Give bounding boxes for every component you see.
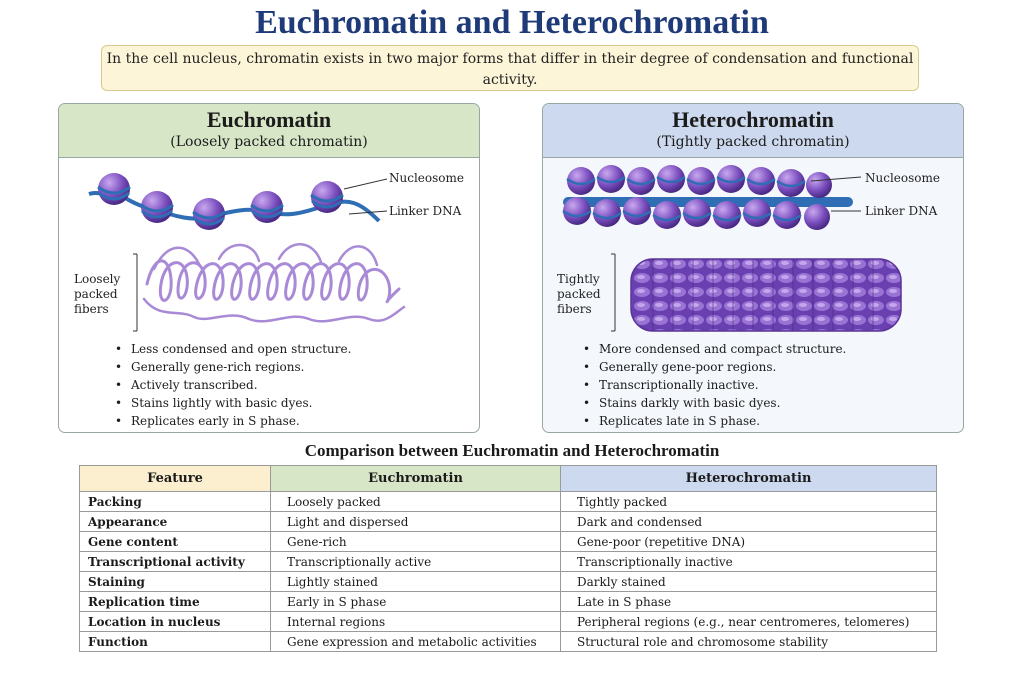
packed-nucleosome-cluster [562, 165, 853, 230]
heterochromatin-subtitle: (Tightly packed chromatin) [656, 134, 850, 150]
euchromatin-subtitle: (Loosely packed chromatin) [170, 134, 368, 150]
nucleosome-bead [250, 191, 284, 223]
table-header-row: Feature Euchromatin Heterochromatin [79, 465, 937, 492]
list-item: Transcriptionally inactive. [581, 376, 941, 394]
fiber-side-label: Loosely packed fibers [74, 272, 121, 316]
list-item: Less condensed and open structure. [113, 340, 473, 358]
heterochromatin-bullets: More condensed and compact structure. Ge… [581, 340, 941, 430]
nucleosome-label: Nucleosome [389, 171, 464, 185]
list-item: Stains lightly with basic dyes. [113, 394, 473, 412]
intro-box: In the cell nucleus, chromatin exists in… [101, 45, 919, 91]
column-header-euchromatin: Euchromatin [270, 465, 561, 492]
loose-fibers [142, 243, 406, 323]
linker-dna-label: Linker DNA [389, 204, 462, 218]
nucleosome-bead [140, 191, 174, 223]
euchromatin-beads-on-string [88, 173, 381, 230]
nucleosome-bead [310, 181, 344, 213]
nucleosome-pointer [810, 176, 862, 182]
euchromatin-diagram [88, 173, 406, 332]
euchromatin-title: Euchromatin [206, 107, 332, 132]
linker-dna-label: Linker DNA [865, 204, 938, 218]
euchromatin-bullets: Less condensed and open structure. Gener… [113, 340, 473, 430]
list-item: Actively transcribed. [113, 376, 473, 394]
fiber-side-label: Tightly packed fibers [557, 272, 601, 316]
heterochromatin-header: Heterochromatin (Tightly packed chromati… [543, 104, 963, 158]
comparison-title: Comparison between Euchromatin and Heter… [304, 441, 720, 460]
list-item: Replicates early in S phase. [113, 412, 473, 430]
euchromatin-panel: Euchromatin (Loosely packed chromatin) [58, 103, 480, 433]
list-item: Generally gene-poor regions. [581, 358, 941, 376]
heterochromatin-panel: Heterochromatin (Tightly packed chromati… [542, 103, 964, 433]
nucleosome-row [567, 165, 832, 198]
euchromatin-header: Euchromatin (Loosely packed chromatin) [59, 104, 479, 158]
list-item: Replicates late in S phase. [581, 412, 941, 430]
comparison-table: Feature Euchromatin Heterochromatin Pack… [79, 465, 937, 652]
column-header-heterochromatin: Heterochromatin [560, 465, 937, 492]
nucleosome-bead [192, 198, 226, 230]
nucleosome-row [563, 197, 830, 230]
list-item: More condensed and compact structure. [581, 340, 941, 358]
linker-pointer [348, 210, 388, 215]
list-item: Generally gene-rich regions. [113, 358, 473, 376]
nucleosome-bead [97, 173, 131, 205]
heterochromatin-diagram [562, 165, 902, 332]
heterochromatin-title: Heterochromatin [672, 107, 834, 132]
page-title: Euchromatin and Heterochromatin [255, 4, 769, 41]
nucleosome-pointer [343, 178, 388, 190]
list-item: Stains darkly with basic dyes. [581, 394, 941, 412]
column-header-feature: Feature [79, 465, 271, 492]
nucleosome-label: Nucleosome [865, 171, 940, 185]
tight-fibers [630, 258, 902, 332]
